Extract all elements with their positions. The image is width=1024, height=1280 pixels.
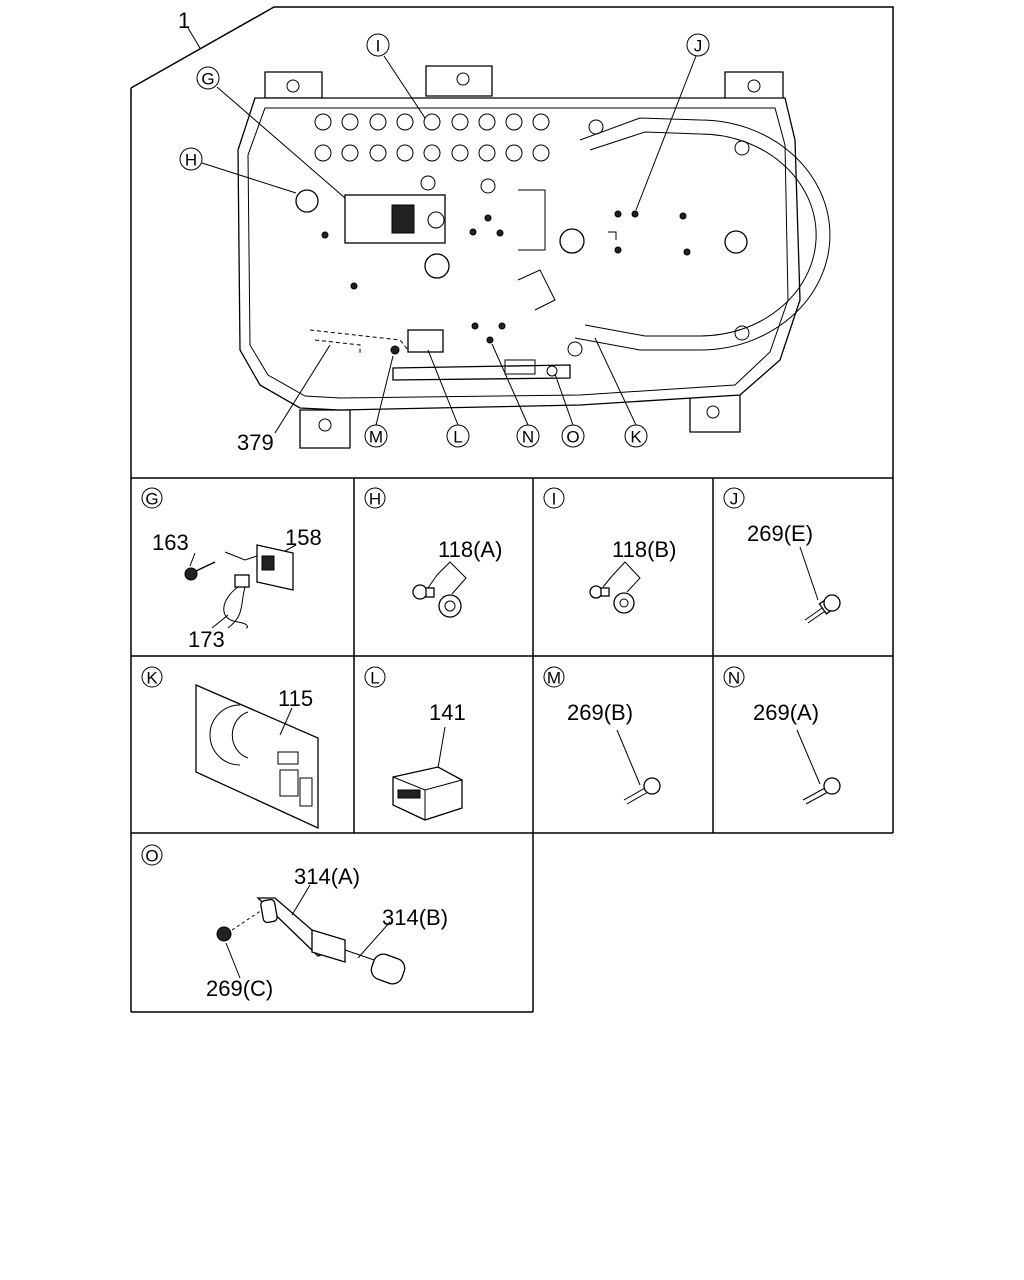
callout-n: N <box>516 424 540 448</box>
svg-text:J: J <box>694 37 703 56</box>
part-label-314a: 314(A) <box>294 864 360 889</box>
part-label-314b: 314(B) <box>382 905 448 930</box>
detail-j: J 269(E) <box>723 487 841 624</box>
detail-h: H 118(A) <box>364 487 502 618</box>
callout-m: M <box>364 424 388 448</box>
detail-letter: H <box>369 490 381 509</box>
part-label-163: 163 <box>152 530 189 555</box>
callout-k: K <box>624 424 648 448</box>
callout-j: J <box>686 33 710 57</box>
callout-i: I <box>366 33 390 57</box>
part-label-118a: 118(A) <box>438 537 502 562</box>
part-label-141: 141 <box>429 700 466 725</box>
detail-m: M 269(B) <box>543 666 661 805</box>
callout-o: O <box>561 424 585 448</box>
detail-g: G 163 158 173 <box>141 487 322 652</box>
detail-letter: G <box>145 490 158 509</box>
detail-n: N 269(A) <box>723 666 841 805</box>
callout-l: L <box>446 424 470 448</box>
part-label-118b: 118(B) <box>612 537 676 562</box>
svg-text:O: O <box>566 428 579 447</box>
svg-text:H: H <box>185 151 197 170</box>
part-label-269e: 269(E) <box>747 521 813 546</box>
detail-k: K 115 <box>141 666 319 830</box>
svg-text:I: I <box>376 37 381 56</box>
part-label-158: 158 <box>285 525 322 550</box>
part-label-269c: 269(C) <box>206 976 273 1001</box>
part-label-269a: 269(A) <box>753 700 819 725</box>
part-label-173: 173 <box>188 627 225 652</box>
detail-letter: O <box>145 847 158 866</box>
bulb-socket-rows <box>314 113 550 194</box>
svg-text:K: K <box>630 428 642 447</box>
part-label-115: 115 <box>278 686 313 711</box>
part-label-379: 379 <box>237 430 274 455</box>
detail-letter: L <box>370 669 379 688</box>
detail-l: L 141 <box>364 666 466 821</box>
instrument-cluster-assembly <box>237 65 831 449</box>
svg-text:L: L <box>453 428 462 447</box>
detail-i: I 118(B) <box>543 487 676 614</box>
svg-text:N: N <box>522 428 534 447</box>
main-leader-lines <box>187 27 697 434</box>
diagram-frame <box>130 6 894 1013</box>
callout-h: H <box>179 147 203 171</box>
detail-letter: M <box>547 669 561 688</box>
detail-o: O 314(A) 314(B) 269(C) <box>141 844 448 1001</box>
detail-letter: J <box>730 490 739 509</box>
detail-letter: K <box>146 669 158 688</box>
part-label-269b: 269(B) <box>567 700 633 725</box>
detail-letter: N <box>728 669 740 688</box>
assembly-number: 1 <box>178 8 190 33</box>
callout-g: G <box>196 66 220 90</box>
svg-text:G: G <box>201 70 214 89</box>
detail-letter: I <box>552 490 557 509</box>
svg-text:M: M <box>369 428 383 447</box>
